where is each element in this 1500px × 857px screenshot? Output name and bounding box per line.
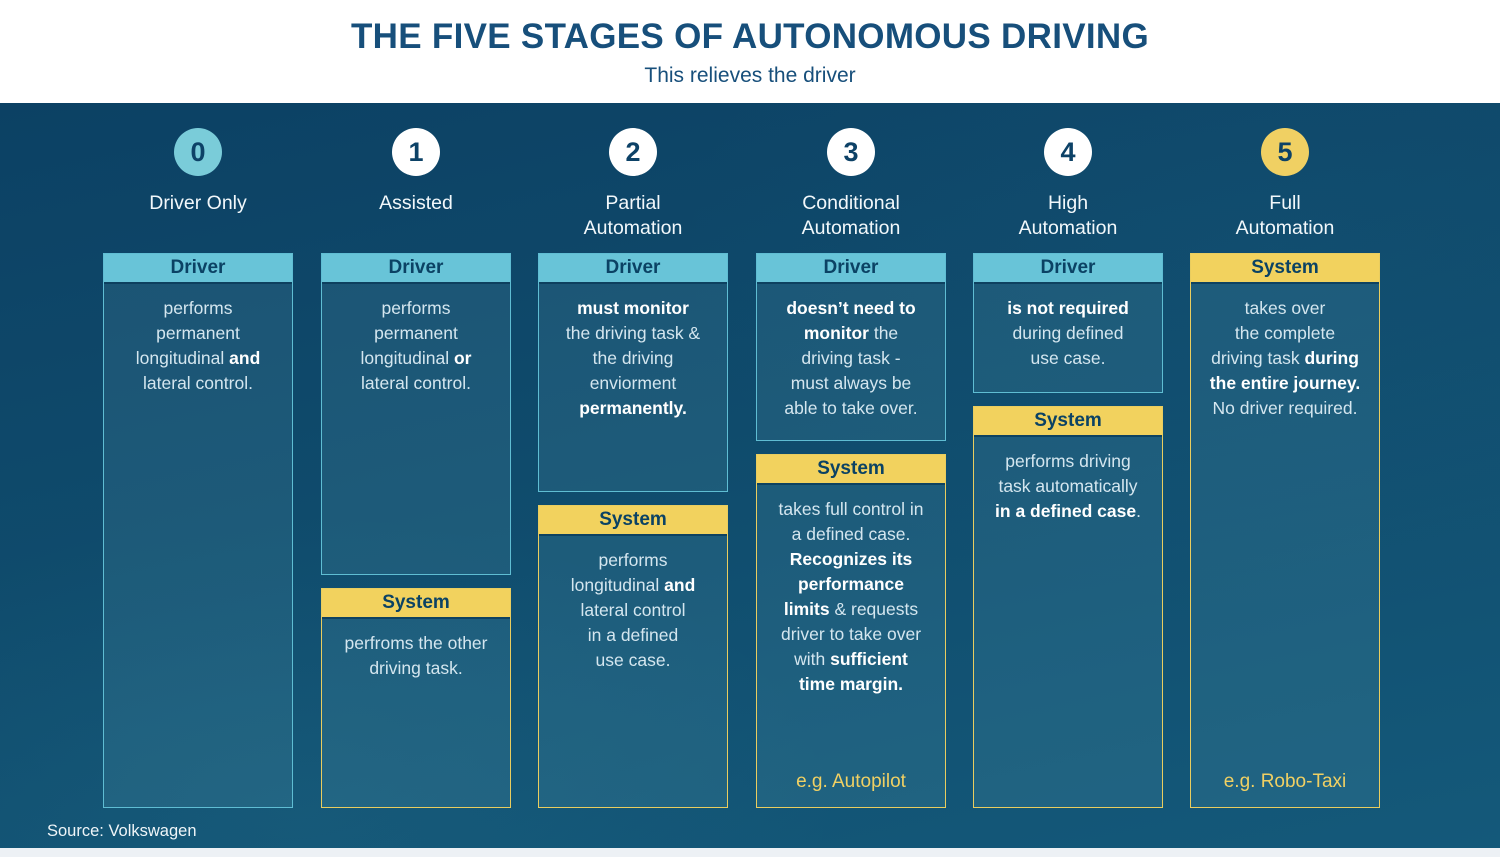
stage-number: 3 [843, 136, 859, 167]
system-box-header: System [322, 589, 510, 617]
system-box-header: System [974, 407, 1162, 435]
stage-badge: 4 [1044, 128, 1092, 176]
source-credit: Source: Volkswagen [47, 822, 197, 840]
page-title: THE FIVE STAGES OF AUTONOMOUS DRIVING [350, 17, 1149, 56]
stage-label: Assisted [379, 192, 453, 214]
driver-box-header: Driver [974, 254, 1162, 282]
system-box-header: System [539, 506, 727, 534]
stage-badge: 3 [827, 128, 875, 176]
stage-badge: 5 [1261, 128, 1309, 176]
stage-badge: 0 [174, 128, 222, 176]
stage-number: 5 [1277, 136, 1293, 167]
example-label: e.g. Robo-Taxi [1223, 771, 1347, 792]
driver-box-header: Driver [539, 254, 727, 282]
stage-number: 4 [1060, 136, 1076, 167]
stage-label: Driver Only [149, 192, 247, 214]
driver-box-header: Driver [104, 254, 292, 282]
stage-badge: 1 [392, 128, 440, 176]
stage-number: 2 [625, 136, 641, 167]
stage-number: 1 [408, 136, 424, 167]
header-area: THE FIVE STAGES OF AUTONOMOUS DRIVING Th… [0, 0, 1500, 103]
bottom-strip [0, 848, 1500, 857]
driver-box-header: Driver [757, 254, 945, 282]
system-box-header: System [1191, 254, 1379, 282]
driver-box-header: Driver [322, 254, 510, 282]
stage-number: 0 [190, 136, 206, 167]
system-box-header: System [757, 455, 945, 483]
example-label: e.g. Autopilot [796, 771, 906, 792]
page-subtitle: This relieves the driver [644, 64, 856, 87]
stage-badge: 2 [609, 128, 657, 176]
